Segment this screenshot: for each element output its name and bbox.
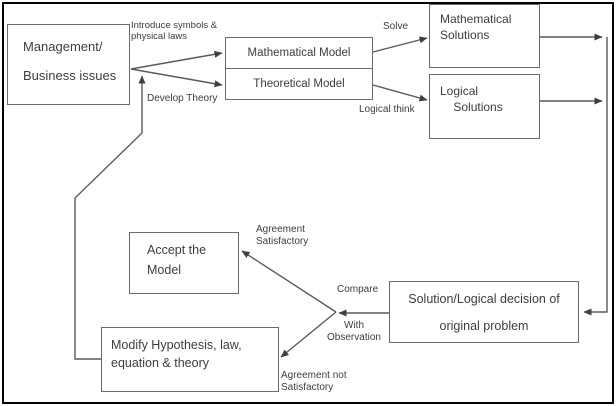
- label-compare: Compare: [337, 284, 379, 295]
- connector-modify-feedback-loop: [74, 75, 146, 360]
- label-solve: Solve: [383, 21, 409, 32]
- arrow-management-to-mathematical-model: [130, 50, 223, 70]
- box-mathematical-model: Mathematical Model: [226, 38, 372, 69]
- arrow-solve-to-mathematical-solutions: [372, 36, 428, 53]
- box-theoretical-model: Theoretical Model: [253, 78, 345, 90]
- box-solution-logical-decision: Solution/Logical decision of original pr…: [389, 281, 579, 343]
- arrow-agreement-not-to-modify: [280, 311, 337, 358]
- label-introduce-symbols: Introduce symbols & physical laws: [131, 20, 218, 43]
- box-management-business-issues: Management/ Business issues: [7, 24, 130, 105]
- box-accept-the-model: Accept the Model: [129, 232, 239, 294]
- box-logical-solutions: Logical Solutions: [429, 74, 540, 139]
- label-agreement-satisfactory: Agreement Satisfactory: [256, 224, 309, 247]
- label-develop-theory: Develop Theory: [147, 93, 218, 104]
- arrow-agreement-satisfactory-to-accept: [241, 250, 337, 313]
- label-with-observation: With Observation: [327, 320, 381, 343]
- label-agreement-not-satisfactory: Agreement not Satisfactory: [281, 370, 347, 393]
- box-models-group: Mathematical Model Theoretical Model: [225, 37, 373, 100]
- box-modify-hypothesis: Modify Hypothesis, law, equation & theor…: [101, 327, 279, 392]
- arrow-management-to-theoretical-model: [130, 68, 223, 88]
- box-mathematical-solutions: Mathematical Solutions: [429, 4, 540, 68]
- connector-down-to-solution-decision: [583, 37, 608, 316]
- arrow-logical-think-to-logical-solutions: [372, 84, 428, 102]
- label-logical-think: Logical think: [359, 104, 415, 115]
